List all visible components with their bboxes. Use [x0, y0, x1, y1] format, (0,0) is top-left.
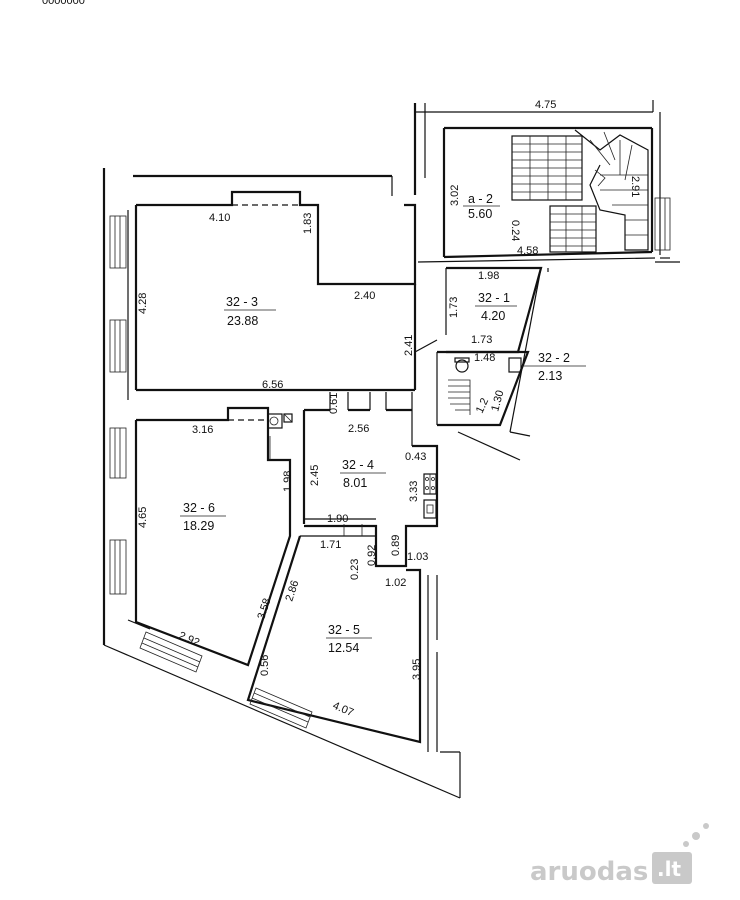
dimension-label: 1.98: [478, 270, 499, 282]
room-a2-area: 5.60: [468, 207, 492, 221]
dimension-label: 4.65: [137, 507, 149, 528]
dimension-label: 1.02: [385, 577, 406, 589]
dimension-label: 0.92: [366, 545, 378, 566]
room-32-2-id: 32 - 2: [538, 351, 570, 365]
sink-icon: [508, 357, 522, 373]
dimension-label: 2.91: [629, 176, 641, 197]
dimension-label: 1.2: [474, 396, 491, 415]
dimension-labels: 4.75 3.02 2.91 0.24 4.58 4.10 1.83 4.28 …: [137, 99, 641, 719]
dimension-label: 2.40: [354, 290, 375, 302]
dimension-label: 1.48: [474, 352, 495, 364]
room-a2-id: a - 2: [468, 192, 493, 206]
dimension-label: 2.45: [309, 465, 321, 486]
dimension-label: 3.58: [255, 597, 273, 621]
dimension-label: 2.41: [403, 335, 415, 356]
dimension-label: 1.73: [471, 334, 492, 346]
dimension-label: 1.03: [407, 551, 428, 563]
dimension-label: 1.90: [327, 513, 348, 525]
fixtures: [267, 357, 522, 536]
dimension-label: 4.58: [517, 245, 538, 257]
room-32-5-area: 12.54: [328, 641, 359, 655]
room-labels: a - 2 5.60 32 - 3 23.88 32 - 1 4.20 32 -…: [180, 192, 586, 655]
room-32-2-area: 2.13: [538, 369, 562, 383]
kitchen-sink-icon: [423, 499, 437, 519]
dimension-label: 0.61: [328, 393, 340, 414]
structural-walls: [102, 100, 680, 799]
dimension-label: 1.98: [282, 471, 294, 492]
room-32-5-id: 32 - 5: [328, 623, 360, 637]
dimension-label: 4.75: [535, 99, 556, 111]
room-32-6-id: 32 - 6: [183, 501, 215, 515]
watermark-badge: [652, 852, 692, 884]
dimension-label: 0.89: [390, 535, 402, 556]
dimension-label: 1.30: [489, 389, 506, 413]
dimension-label: 2.92: [177, 630, 201, 649]
room-32-3-area: 23.88: [227, 314, 258, 328]
dimension-label: 0.23: [349, 559, 361, 580]
dimension-label: 0.43: [405, 451, 426, 463]
dimension-label: 0.24: [509, 220, 521, 241]
dimension-label: 0.56: [259, 655, 271, 676]
room-32-6-area: 18.29: [183, 519, 214, 533]
dimension-label: 3.33: [408, 481, 420, 502]
dimension-label: 4.10: [209, 212, 230, 224]
room-32-3-id: 32 - 3: [226, 295, 258, 309]
watermark: aruodas .lt: [530, 823, 709, 887]
dimension-label: 4.07: [331, 700, 355, 719]
dimension-label: 3.16: [192, 424, 213, 436]
room-32-1-area: 4.20: [481, 309, 505, 323]
windows: [109, 197, 671, 729]
toilet-icon: [455, 359, 469, 373]
header-text: 0000000: [42, 0, 85, 7]
watermark-suffix: .lt: [657, 857, 681, 881]
dimension-label: 1.71: [320, 539, 341, 551]
watermark-text: aruodas: [530, 857, 648, 887]
dimension-label: 3.02: [449, 185, 461, 206]
dimension-label: 2.56: [348, 423, 369, 435]
room-32-4-id: 32 - 4: [342, 458, 374, 472]
dimension-label: 1.73: [448, 297, 460, 318]
dimension-label: 6.56: [262, 379, 283, 391]
staircase: [448, 129, 649, 415]
room-32-4-area: 8.01: [343, 476, 367, 490]
dimension-label: 4.28: [137, 293, 149, 314]
dimension-label: 3.95: [411, 659, 423, 680]
room-32-1-id: 32 - 1: [478, 291, 510, 305]
dimension-label: 1.83: [302, 213, 314, 234]
